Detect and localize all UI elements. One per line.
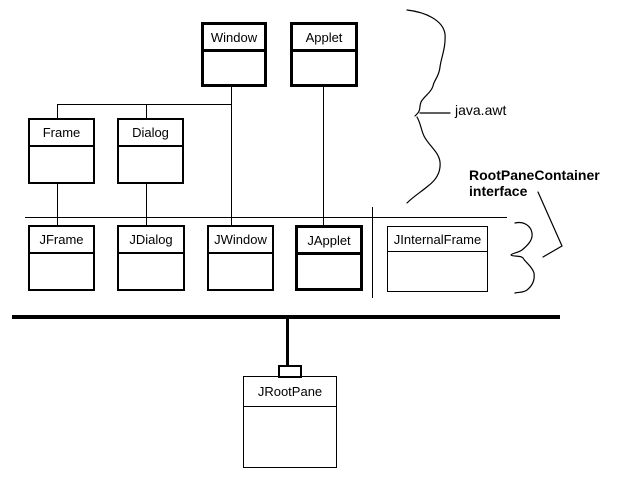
class-name-jframe: JFrame <box>30 227 93 254</box>
class-box-dialog: Dialog <box>117 118 184 184</box>
class-box-frame: Frame <box>28 118 95 184</box>
frame-parent-line <box>57 104 58 119</box>
dialog-to-jdialog-line <box>146 182 147 226</box>
class-name-jrootpane: JRootPane <box>244 377 336 407</box>
class-box-jrootpane: JRootPane <box>243 376 337 468</box>
rootpane-container-label-line1: RootPaneContainer <box>469 167 600 183</box>
class-name-dialog: Dialog <box>119 120 182 147</box>
java-awt-brace-icon <box>406 9 451 204</box>
awt-swing-separator-line <box>25 217 507 218</box>
class-box-jinternalframe: JInternalFrame <box>387 226 488 292</box>
applet-to-japplet-line <box>323 85 324 226</box>
java-awt-label: java.awt <box>455 102 507 118</box>
frame-to-jframe-line <box>57 182 58 226</box>
class-name-window: Window <box>204 25 264 52</box>
class-box-applet: Applet <box>290 22 358 87</box>
class-box-jframe: JFrame <box>28 225 95 291</box>
class-box-jwindow: JWindow <box>207 225 274 291</box>
class-name-applet: Applet <box>293 25 355 52</box>
rootpane-pointer-line <box>537 191 563 258</box>
class-box-japplet: JApplet <box>295 225 363 291</box>
rootpane-container-label-line2: interface <box>469 183 528 199</box>
bar-to-jrootpane-line <box>286 319 289 366</box>
rootpane-container-label: RootPaneContainer interface <box>469 167 600 199</box>
window-children-connector-line <box>57 104 232 105</box>
dialog-parent-line <box>146 104 147 119</box>
window-to-jwindow-line <box>231 85 232 226</box>
class-name-japplet: JApplet <box>298 228 360 255</box>
class-box-window: Window <box>201 22 267 87</box>
class-name-frame: Frame <box>30 120 93 147</box>
class-box-jdialog: JDialog <box>117 225 185 291</box>
class-name-jinternalframe: JInternalFrame <box>388 227 487 252</box>
japplet-jinternalframe-divider-line <box>372 207 373 298</box>
class-name-jdialog: JDialog <box>119 227 183 254</box>
jrootpane-plug-connector <box>278 365 302 378</box>
rootpane-brace-icon <box>510 221 535 294</box>
rootpane-container-bar <box>12 315 560 319</box>
class-name-jwindow: JWindow <box>209 227 272 254</box>
